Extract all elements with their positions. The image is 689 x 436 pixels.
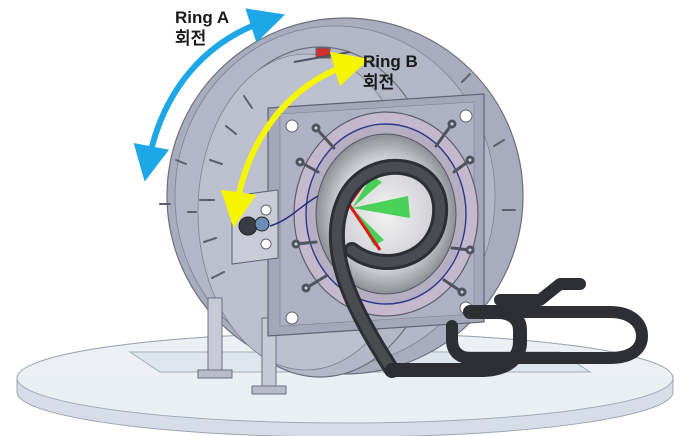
- ring-a-label: Ring A 회전: [175, 7, 229, 49]
- ring-a-name: Ring A: [175, 8, 230, 27]
- ring-b-name: Ring B: [363, 52, 418, 71]
- cable-chain: [328, 158, 648, 378]
- ring-b-action: 회전: [363, 73, 395, 92]
- curved-double-arrow-icon: [220, 51, 370, 228]
- ring-b-label: Ring B 회전: [363, 51, 418, 93]
- curved-double-arrow-icon: [133, 8, 286, 182]
- ring-a-action: 회전: [175, 29, 207, 48]
